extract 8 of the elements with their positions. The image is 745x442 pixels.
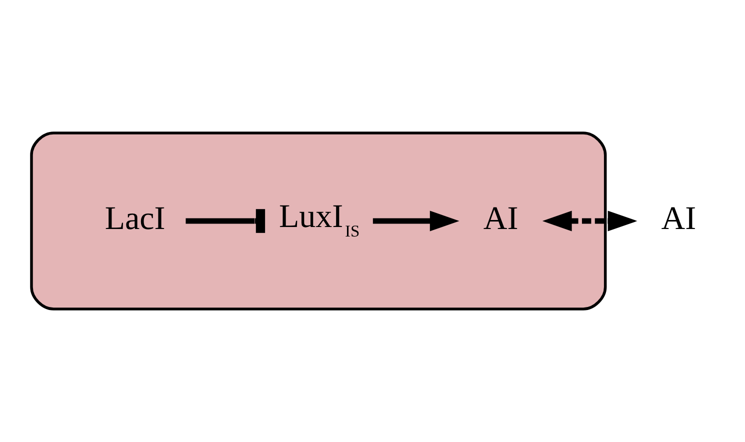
node-text: AI <box>661 201 696 238</box>
cluster <box>30 132 607 310</box>
node-text: AI <box>483 201 518 238</box>
arrow <box>542 210 638 232</box>
node-text: LacI <box>104 201 166 238</box>
arrow <box>372 210 460 232</box>
node-text: LuxI$_{IS}$ <box>279 199 360 241</box>
connector <box>186 209 266 233</box>
